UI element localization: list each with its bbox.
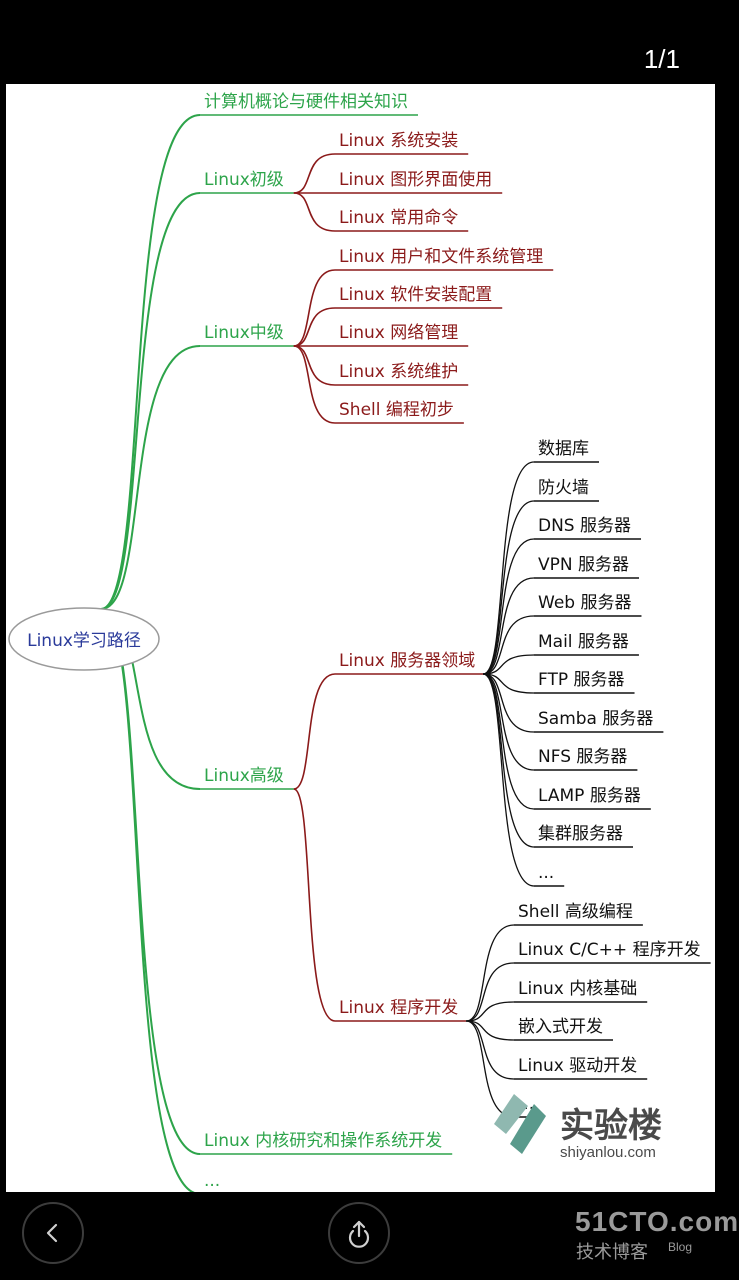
branch-edge	[100, 608, 201, 1155]
server-edge	[483, 673, 535, 733]
server-edge	[483, 673, 535, 848]
server-edge	[483, 538, 535, 675]
intermediate-item: Linux 网络管理	[339, 323, 458, 343]
root-node: Linux学习路径	[27, 631, 141, 651]
server-edge	[482, 461, 535, 675]
server-item: 防火墙	[538, 478, 589, 498]
server-item: FTP 服务器	[538, 670, 625, 690]
beginner-edge	[293, 192, 336, 232]
branch-edge	[100, 608, 201, 1195]
branch-advanced: Linux高级	[204, 766, 284, 786]
shiyanlou-watermark-url: shiyanlou.com	[560, 1144, 656, 1161]
branch-hardware: 计算机概论与硬件相关知识	[204, 92, 408, 112]
server-item: NFS 服务器	[538, 747, 627, 767]
branch-beginner: Linux初级	[204, 170, 284, 190]
intermediate-item: Linux 用户和文件系统管理	[339, 247, 543, 267]
branch-intermediate: Linux中级	[204, 323, 284, 343]
server-item: ...	[538, 863, 554, 883]
server-edge	[483, 673, 535, 810]
programming-edge	[466, 924, 515, 1022]
share-button[interactable]	[328, 1202, 390, 1264]
server-item: Mail 服务器	[538, 632, 629, 652]
programming-edge	[466, 1001, 515, 1022]
advanced-servers: Linux 服务器领域	[339, 651, 475, 671]
programming-item: Shell 高级编程	[518, 902, 633, 922]
programming-edge	[466, 1020, 515, 1080]
intermediate-item: Linux 系统维护	[339, 362, 458, 382]
top-bar: 1/1	[0, 0, 720, 84]
programming-item: Linux C/C++ 程序开发	[518, 940, 701, 960]
mindmap-diagram: Linux学习路径 计算机概论与硬件相关知识 Linux初级 Linux中级 L…	[8, 92, 711, 1195]
branch-edge	[100, 345, 201, 610]
root-ellipse	[8, 607, 160, 671]
advanced-programming: Linux 程序开发	[339, 998, 458, 1018]
programming-edge	[466, 962, 515, 1022]
cto-watermark-sub: 技术博客	[576, 1242, 648, 1263]
server-item: 集群服务器	[538, 824, 623, 844]
shiyanlou-watermark-name: 实验楼	[560, 1106, 662, 1146]
branch-more: ...	[204, 1171, 220, 1191]
server-edge	[483, 615, 535, 675]
beginner-item: Linux 图形界面使用	[339, 169, 492, 190]
server-edge	[483, 577, 535, 675]
cto-watermark-logo: 51CTO.com	[575, 1206, 739, 1237]
programming-item: 嵌入式开发	[518, 1017, 603, 1037]
server-item: DNS 服务器	[538, 516, 631, 536]
server-edge	[483, 673, 535, 694]
server-item: VPN 服务器	[538, 555, 629, 575]
server-item: LAMP 服务器	[538, 786, 641, 806]
page-counter: 1/1	[643, 44, 680, 74]
intermediate-item: Linux 软件安装配置	[339, 285, 492, 305]
beginner-item: Linux 常用命令	[339, 208, 458, 228]
shiyanlou-logo-icon	[494, 1094, 546, 1154]
advanced-edge	[293, 788, 336, 1022]
branch-edge	[100, 192, 201, 610]
branch-kernel: Linux 内核研究和操作系统开发	[204, 1131, 442, 1151]
programming-item: Linux 驱动开发	[518, 1056, 637, 1076]
intermediate-edge	[293, 269, 336, 347]
server-edge	[483, 654, 535, 675]
server-item: Samba 服务器	[538, 709, 653, 729]
programming-item: Linux 内核基础	[518, 979, 637, 999]
share-icon	[348, 1220, 370, 1248]
server-item: 数据库	[538, 439, 589, 459]
server-edge	[482, 673, 535, 887]
mindmap-image: Linux学习路径 计算机概论与硬件相关知识 Linux初级 Linux中级 L…	[6, 84, 715, 1195]
server-edge	[483, 500, 535, 675]
cto-watermark-blog: Blog	[668, 1240, 693, 1254]
beginner-edge	[293, 153, 336, 194]
server-item: Web 服务器	[538, 593, 631, 613]
intermediate-edge	[293, 345, 336, 386]
intermediate-edge	[293, 307, 336, 347]
advanced-edge	[293, 673, 336, 790]
intermediate-item: Shell 编程初步	[339, 400, 454, 420]
branch-edge	[100, 114, 201, 610]
intermediate-edge	[293, 345, 336, 424]
chevron-left-icon	[46, 1223, 58, 1243]
programming-edge	[466, 1020, 515, 1041]
back-button[interactable]	[22, 1202, 84, 1264]
beginner-item: Linux 系统安装	[339, 131, 458, 151]
